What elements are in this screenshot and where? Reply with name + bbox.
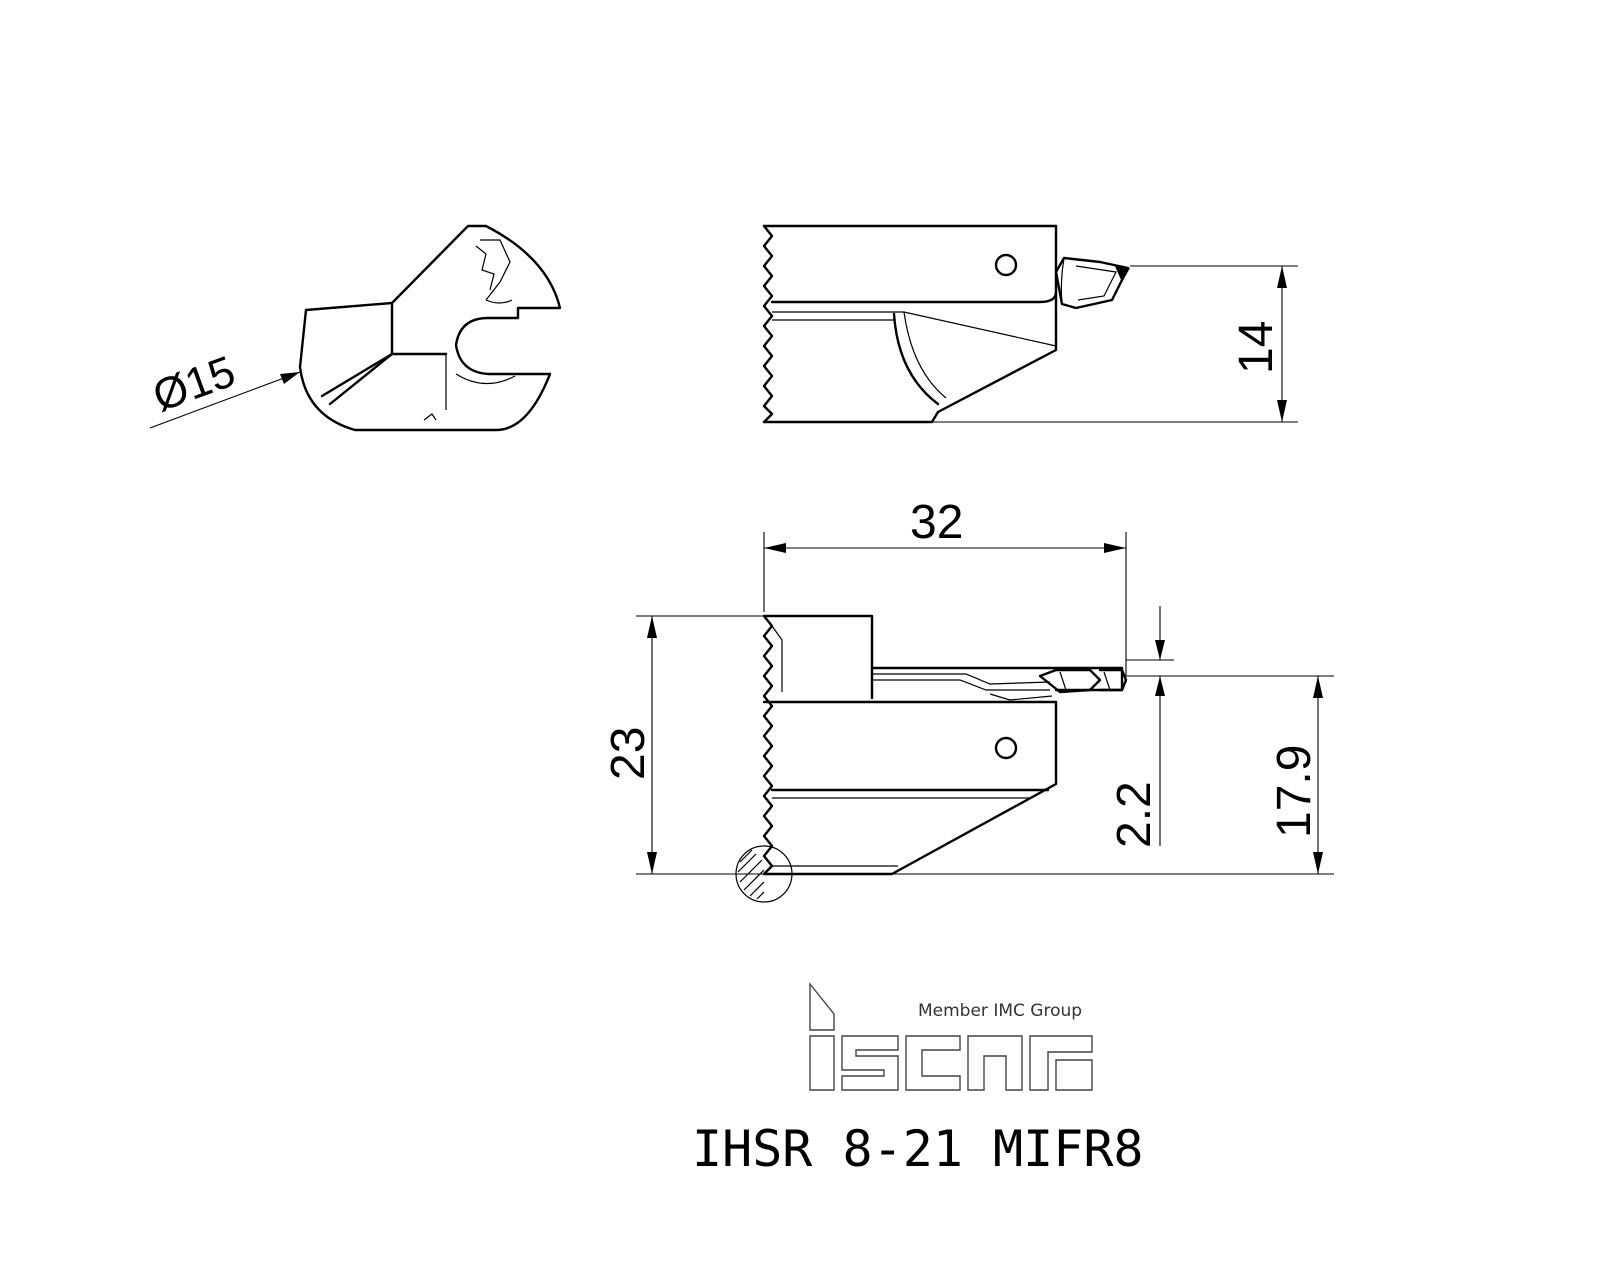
height-17-9-label: 17.9 <box>1268 745 1321 838</box>
part-number: IHSR 8-21 MIFR8 <box>692 1120 1144 1178</box>
iscar-logo: Member IMC Group <box>809 982 1093 1091</box>
top-view: 14 <box>762 224 1298 424</box>
side-view: 32 23 2.2 <box>602 496 1334 903</box>
logo-tagline: Member IMC Group <box>918 1001 1082 1021</box>
height-23-label: 23 <box>602 727 655 780</box>
end-view: Ø15 <box>147 224 562 432</box>
diameter-label: Ø15 <box>147 347 242 421</box>
height-14-label: 14 <box>1230 321 1283 374</box>
length-32-label: 32 <box>910 496 963 549</box>
step-2-2-label: 2.2 <box>1108 781 1161 848</box>
